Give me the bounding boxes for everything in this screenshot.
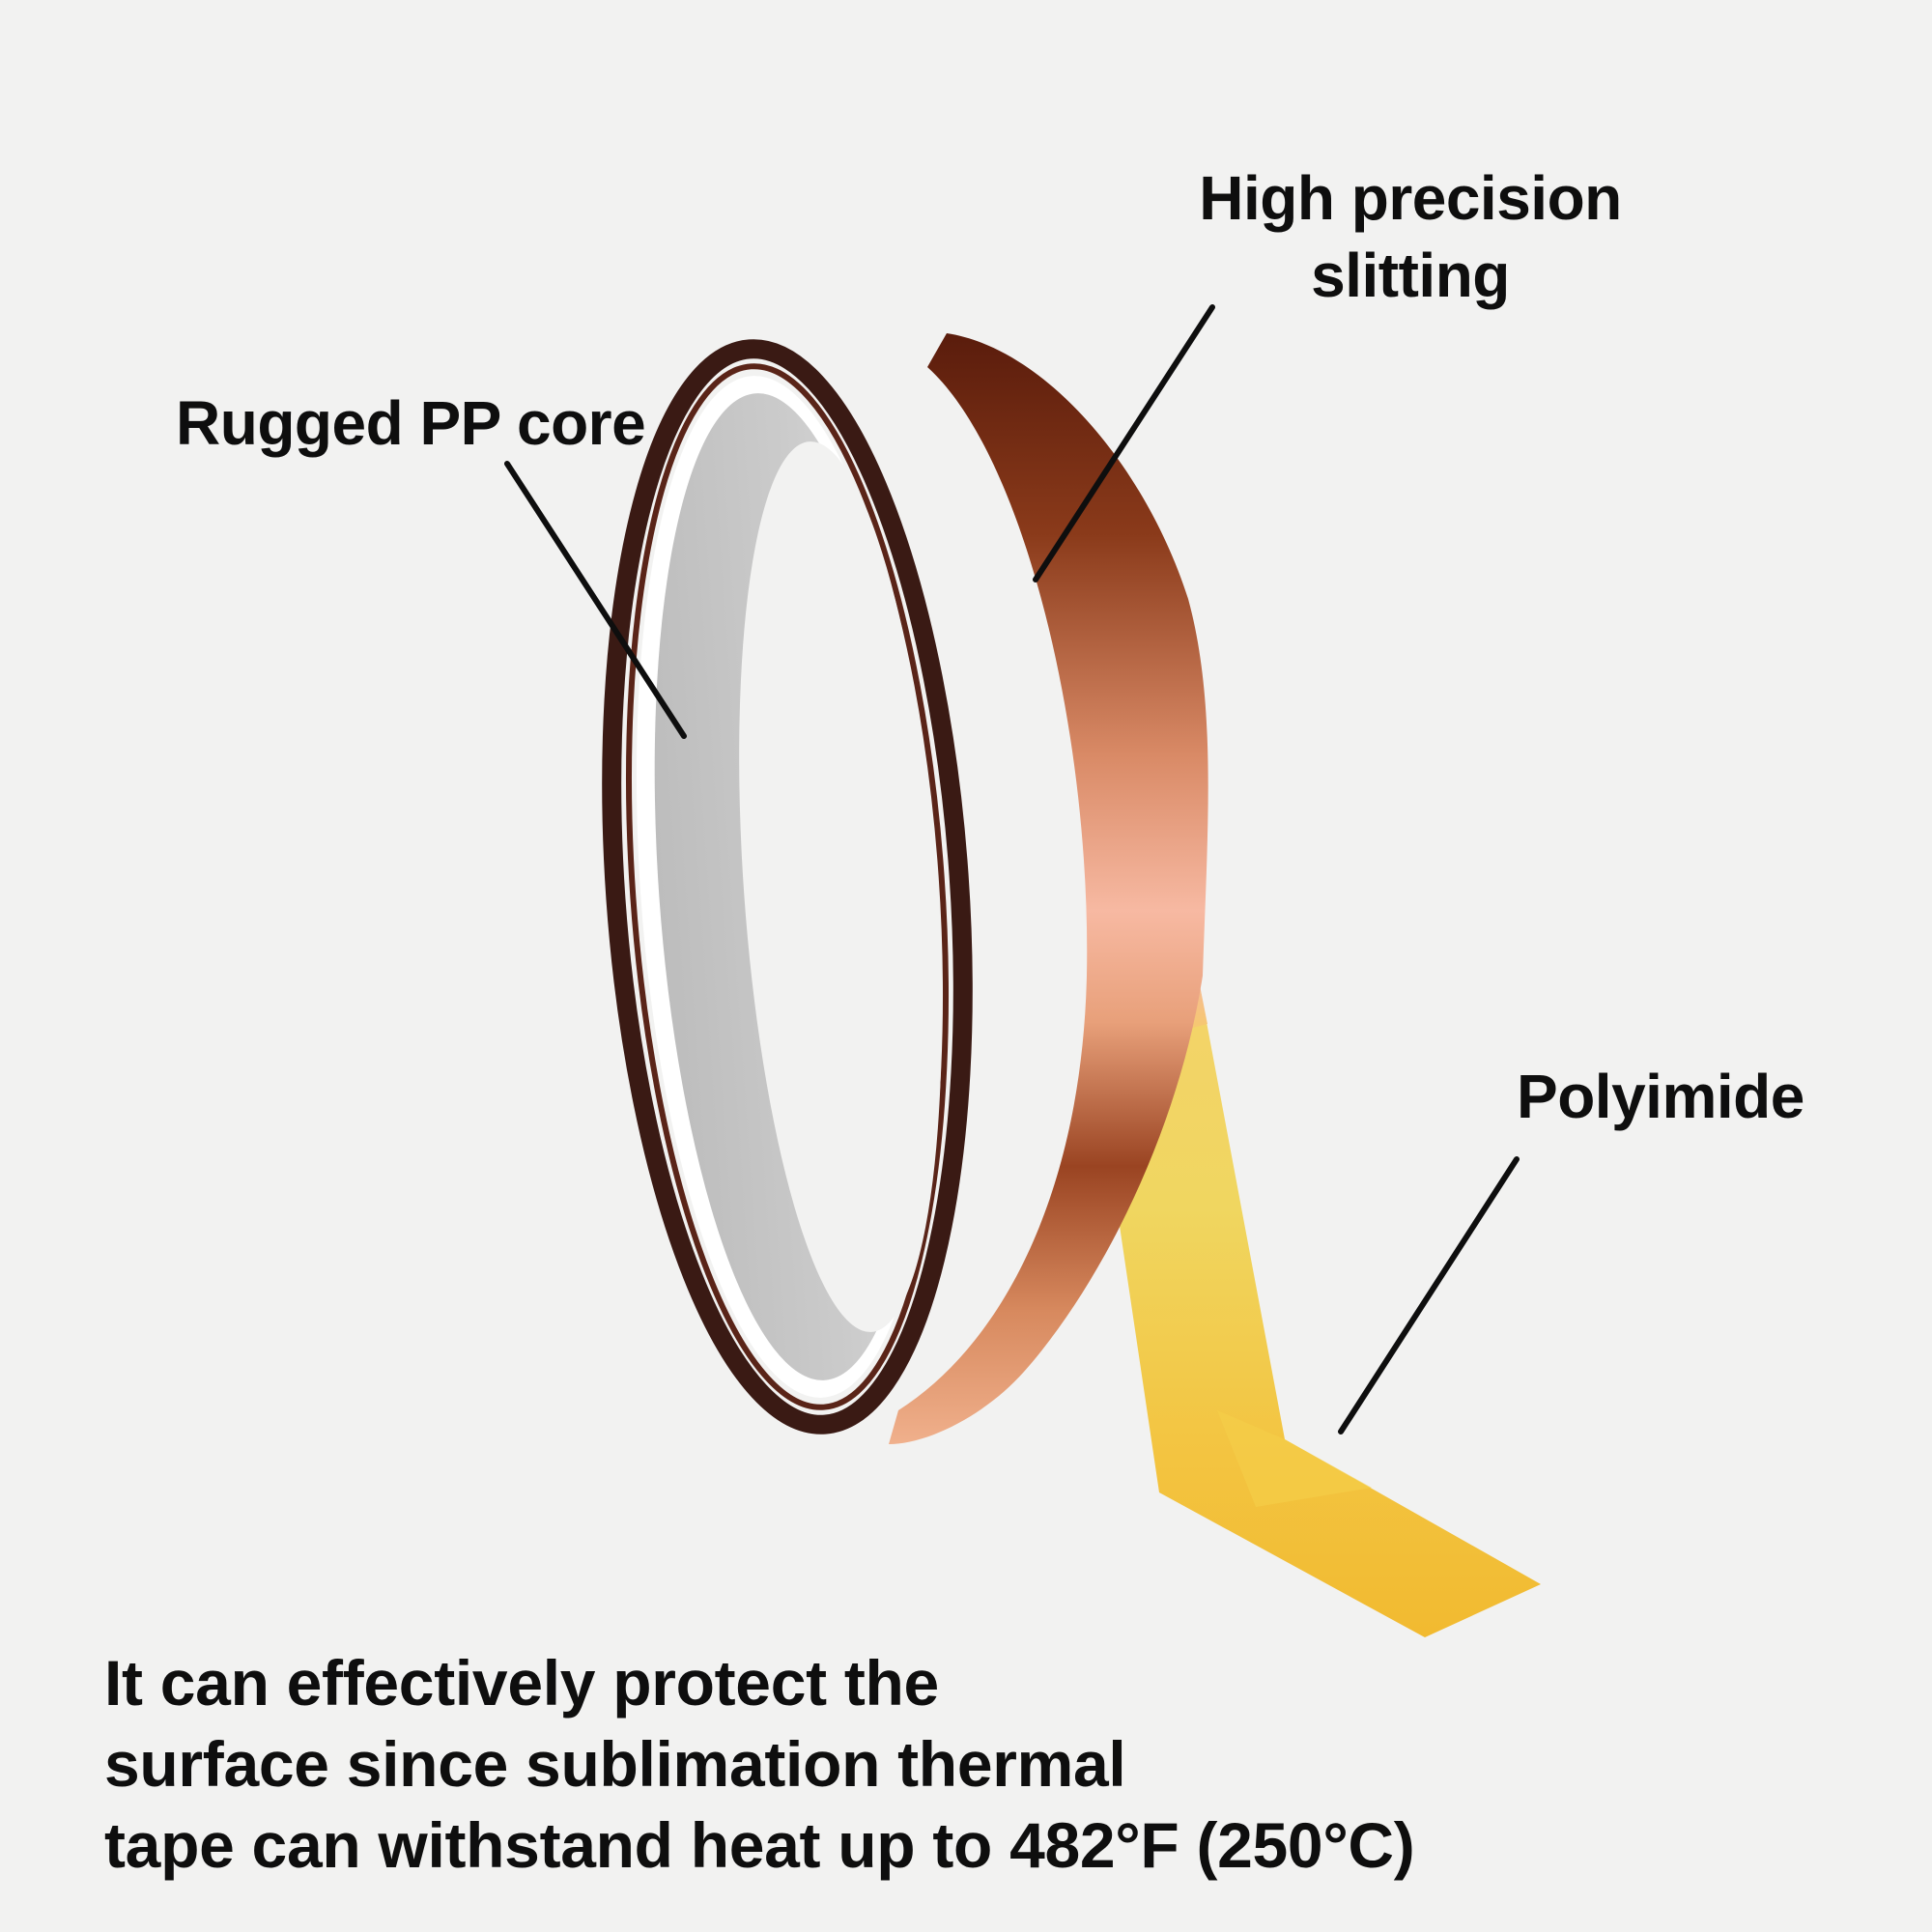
core-leader-line: [504, 461, 687, 739]
caption-line3: tape can withstand heat up to 482°F (250…: [104, 1809, 1415, 1881]
caption-line2: surface since sublimation thermal: [104, 1728, 1126, 1800]
caption-line1: It can effectively protect the: [104, 1647, 939, 1719]
tape-rim: [602, 339, 973, 1435]
tape-outer-band: [889, 333, 1208, 1444]
callout-lines: [504, 304, 1520, 1435]
label-slitting-line1: High precision: [1199, 163, 1622, 233]
label-slitting-line2: slitting: [1311, 241, 1510, 310]
pp-core: [636, 376, 942, 1398]
slitting-leader-line: [1033, 304, 1215, 582]
label-high-precision-slitting: High precision slitting: [1174, 159, 1647, 314]
label-rugged-pp-core: Rugged PP core: [176, 388, 646, 458]
label-polyimide: Polyimide: [1517, 1062, 1804, 1131]
feature-caption: It can effectively protect the surface s…: [104, 1642, 1747, 1886]
polyimide-leader-line: [1338, 1156, 1520, 1435]
